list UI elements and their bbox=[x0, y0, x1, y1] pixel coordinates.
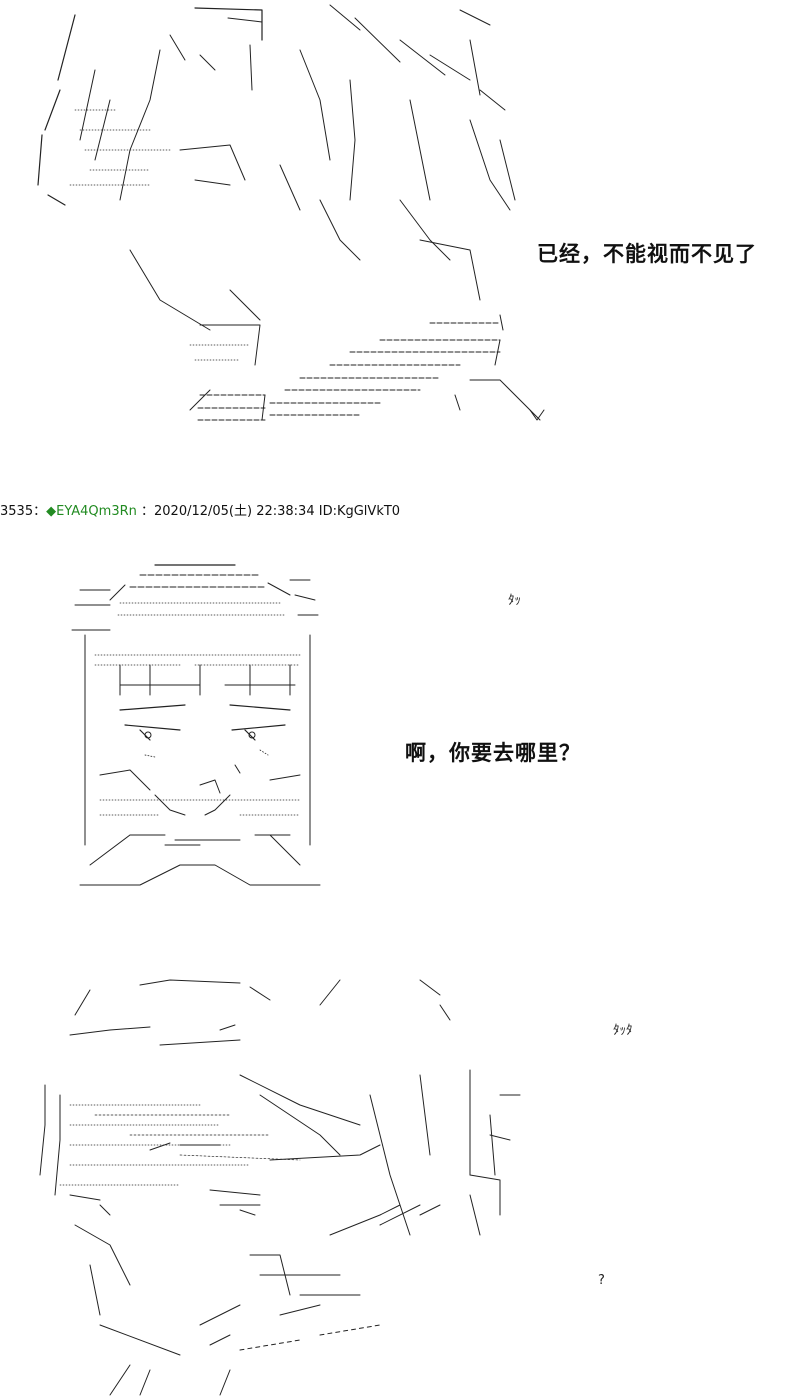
sound-effect-3: ﾀｯﾀ bbox=[613, 1023, 633, 1038]
post-number: 3535 bbox=[0, 504, 34, 519]
character-art-1 bbox=[37, 4, 545, 421]
post-datetime: ：2020/12/05(土) 22:38:34 bbox=[141, 504, 315, 519]
post-header: 3535：◆EYA4Qm3Rn ：2020/12/05(土) 22:38:34 … bbox=[0, 500, 400, 519]
panel-1: 已经，不能视而不见了 bbox=[0, 0, 793, 440]
post-id: ID:KgGlVkT0 bbox=[318, 504, 401, 519]
post-separator: ： bbox=[33, 504, 47, 519]
character-art-3 bbox=[39, 979, 521, 1396]
question-mark-3: ? bbox=[598, 1273, 605, 1288]
dialogue-text-1: 已经，不能视而不见了 bbox=[537, 242, 757, 266]
panel-3: ﾀｯﾀ ? bbox=[0, 975, 793, 1400]
sound-effect-2: ﾀｯ bbox=[508, 593, 521, 608]
character-art-2 bbox=[71, 564, 321, 886]
panel-2: ﾀｯ 啊，你要去哪里？ bbox=[0, 545, 793, 905]
dialogue-text-2: 啊，你要去哪里？ bbox=[405, 741, 581, 765]
post-author-name[interactable]: ◆EYA4Qm3Rn bbox=[46, 504, 137, 519]
